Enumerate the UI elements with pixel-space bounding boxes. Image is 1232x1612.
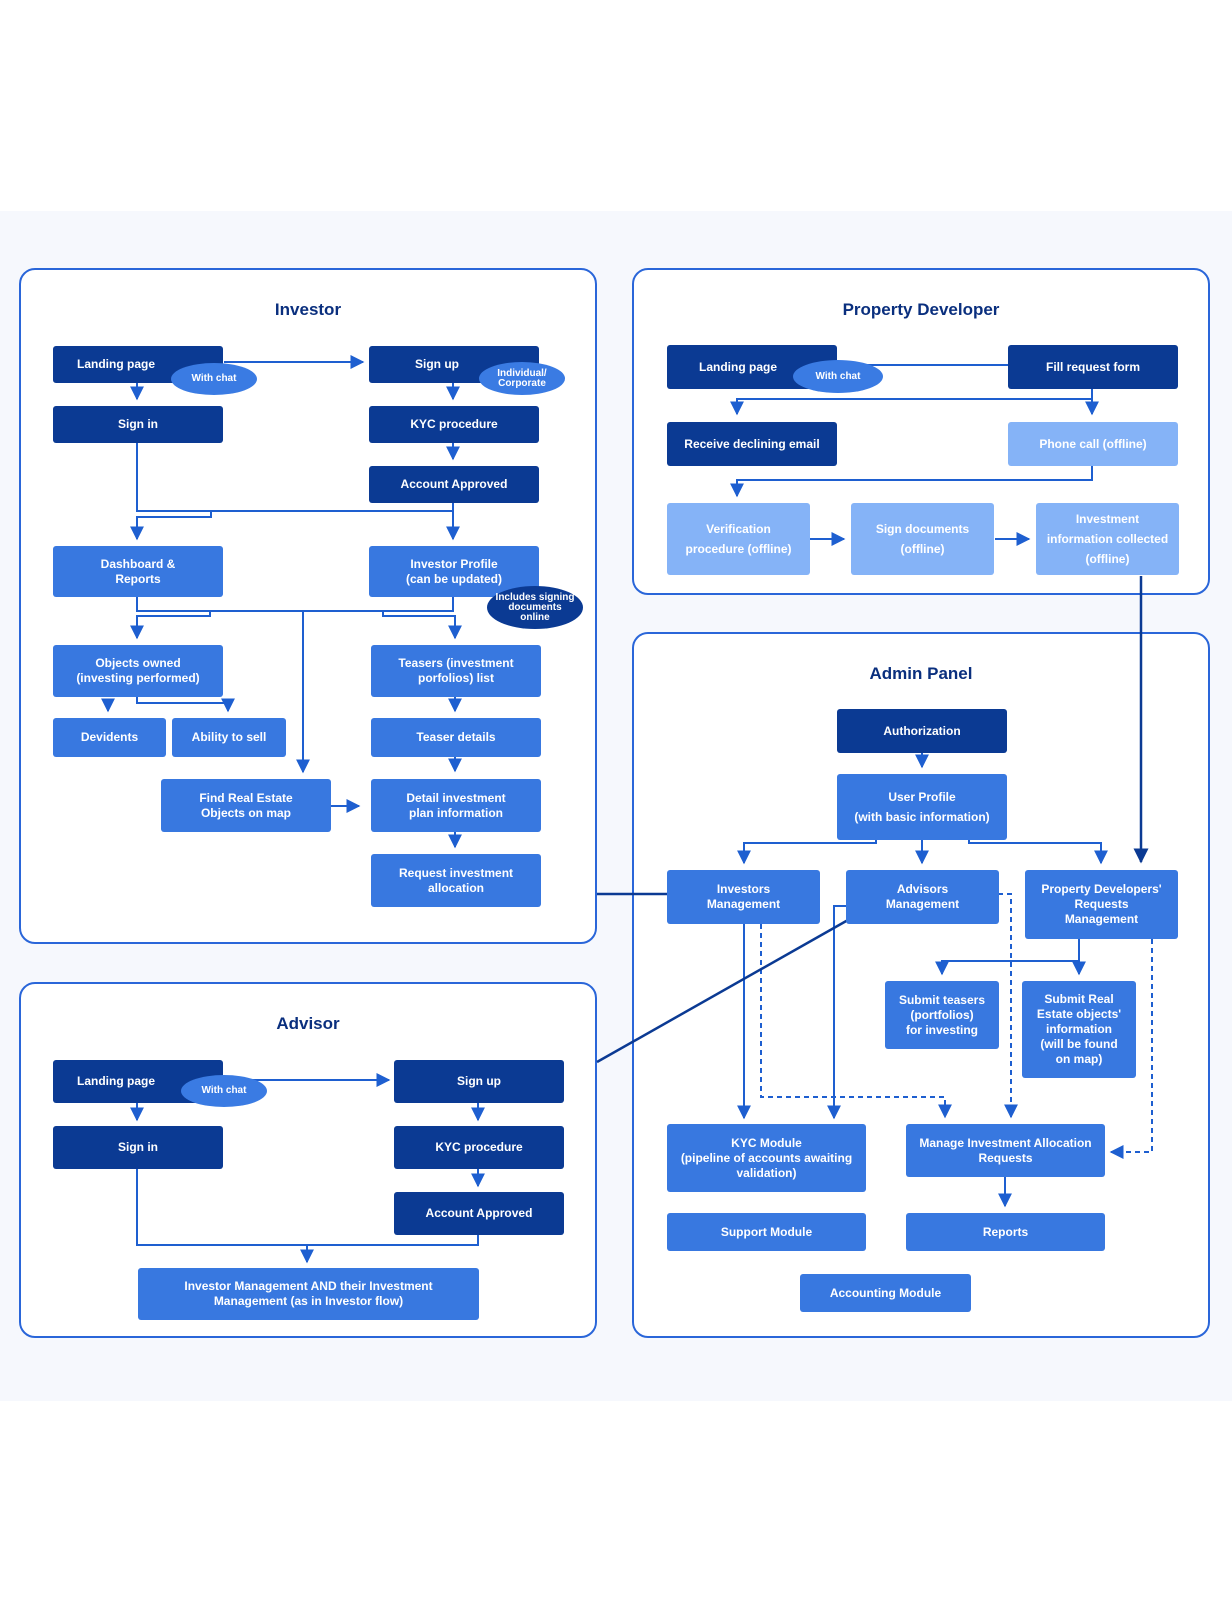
investor-kyc-procedure[interactable]: KYC procedure xyxy=(369,406,539,443)
property-developer-panel-title: Property Developer xyxy=(842,300,1000,319)
advisor-account-approved[interactable]: Account Approved xyxy=(394,1192,564,1235)
developer-phone-call[interactable]: Phone call (offline) xyxy=(1008,422,1178,466)
developer-with-chat-badge: With chat xyxy=(793,360,883,393)
edge-advisor-to-admin xyxy=(596,918,849,1064)
admin-advisors-management[interactable]: Advisors Management xyxy=(846,870,999,924)
developer-verification[interactable]: Verification procedure (offline) xyxy=(667,503,810,575)
admin-kyc-module[interactable]: KYC Module (pipeline of accounts awaitin… xyxy=(667,1124,866,1192)
developer-fill-request-form[interactable]: Fill request form xyxy=(1008,345,1178,389)
edge-profile-pd xyxy=(968,840,1108,865)
edge-advisors-kyc xyxy=(827,905,848,1120)
admin-user-profile[interactable]: User Profile (with basic information) xyxy=(837,774,1007,840)
developer-info-collected[interactable]: Investment information collected (offlin… xyxy=(1036,503,1179,575)
investor-objects-owned[interactable]: Objects owned (investing performed) xyxy=(53,645,223,697)
investor-teasers-list[interactable]: Teasers (investment porfolios) list xyxy=(371,645,541,697)
investor-devidents[interactable]: Devidents xyxy=(53,718,166,757)
admin-investors-management[interactable]: Investors Management xyxy=(667,870,820,924)
investor-profile[interactable]: Investor Profile (can be updated) xyxy=(369,546,539,597)
investor-panel-title: Investor xyxy=(274,300,342,319)
edge-dashboard-profile-link xyxy=(136,597,454,612)
admin-submit-objects[interactable]: Submit Real Estate objects' information … xyxy=(1022,981,1136,1078)
edge-to-teasers xyxy=(382,611,462,640)
investor-profile-signing-badge: Includes signing documents online xyxy=(487,586,583,629)
investor-request-allocation[interactable]: Request investment allocation xyxy=(371,854,541,907)
developer-declining-email[interactable]: Receive declining email xyxy=(667,422,837,466)
admin-panel-title: Admin Panel xyxy=(869,664,973,683)
edge-pd-phone-verify xyxy=(730,466,1093,498)
advisor-with-chat-badge: With chat xyxy=(181,1075,267,1107)
investor-with-chat-badge: With chat xyxy=(171,363,257,395)
advisor-sign-in[interactable]: Sign in xyxy=(53,1126,223,1169)
investor-sign-in[interactable]: Sign in xyxy=(53,406,223,443)
admin-reports[interactable]: Reports xyxy=(906,1213,1105,1251)
edge-objects-split xyxy=(136,697,229,711)
investor-find-on-map[interactable]: Find Real Estate Objects on map xyxy=(161,779,331,832)
advisor-kyc-procedure[interactable]: KYC procedure xyxy=(394,1126,564,1169)
edge-to-objects xyxy=(130,611,211,640)
admin-support-module[interactable]: Support Module xyxy=(667,1213,866,1251)
advisor-sign-up[interactable]: Sign up xyxy=(394,1060,564,1103)
investor-ability-to-sell[interactable]: Ability to sell xyxy=(172,718,286,757)
edge-advisors-alloc-dashed xyxy=(998,893,1018,1119)
investor-detail-plan[interactable]: Detail investment plan information xyxy=(371,779,541,832)
admin-submit-teasers[interactable]: Submit teasers (portfolios) for investin… xyxy=(885,981,999,1049)
investor-dashboard-reports[interactable]: Dashboard & Reports xyxy=(53,546,223,597)
admin-accounting-module[interactable]: Accounting Module xyxy=(800,1274,971,1312)
investor-signup-type-badge: Individual/ Corporate xyxy=(479,362,565,395)
edge-investors-alloc-dashed xyxy=(760,924,952,1119)
developer-sign-documents[interactable]: Sign documents (offline) xyxy=(851,503,994,575)
admin-manage-allocation[interactable]: Manage Investment Allocation Requests xyxy=(906,1124,1105,1177)
edge-pd-requests-split xyxy=(935,939,1080,976)
edge-signin-merge xyxy=(136,443,454,512)
advisor-investor-management[interactable]: Investor Management AND their Investment… xyxy=(138,1268,479,1320)
admin-pd-requests-management[interactable]: Property Developers' Requests Management xyxy=(1025,870,1178,939)
edge-pd-form-split xyxy=(730,389,1093,416)
admin-authorization[interactable]: Authorization xyxy=(837,709,1007,753)
edge-profile-split xyxy=(737,840,877,865)
investor-account-approved[interactable]: Account Approved xyxy=(369,466,539,503)
advisor-panel-title: Advisor xyxy=(276,1014,340,1033)
investor-teaser-details[interactable]: Teaser details xyxy=(371,718,541,757)
edge-merge-dashboard xyxy=(130,511,212,541)
